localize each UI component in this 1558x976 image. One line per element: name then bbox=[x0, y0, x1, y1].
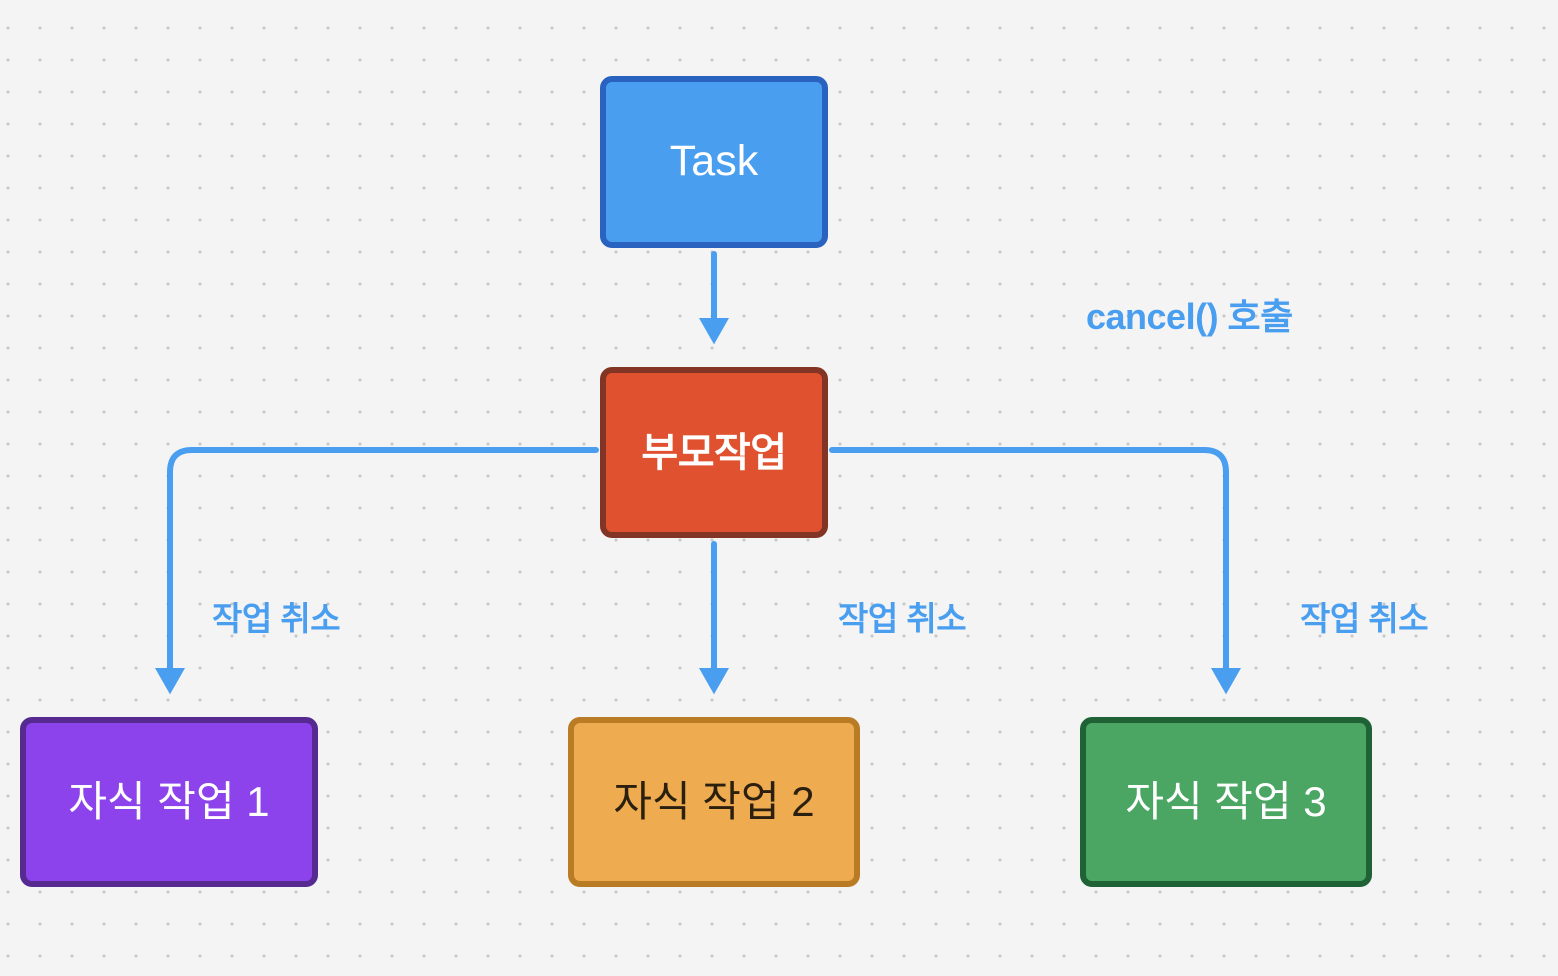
edge-label-parent-to-child3: 작업 취소 bbox=[1300, 600, 1429, 637]
node-child-task-1-label: 자식 작업 1 bbox=[68, 777, 270, 825]
node-child-task-2-label: 자식 작업 2 bbox=[613, 777, 815, 825]
edge-label-parent-to-child2: 작업 취소 bbox=[838, 600, 967, 637]
edge-parent-to-child1 bbox=[155, 447, 599, 695]
node-child-task-2[interactable]: 자식 작업 2 bbox=[568, 717, 860, 887]
node-parent-task-label: 부모작업 bbox=[641, 430, 787, 475]
node-child-task-3-label: 자식 작업 3 bbox=[1125, 777, 1327, 825]
node-child-task-3[interactable]: 자식 작업 3 bbox=[1080, 717, 1372, 887]
edge-label-parent-to-child1: 작업 취소 bbox=[212, 600, 341, 637]
node-parent-task[interactable]: 부모작업 bbox=[600, 367, 828, 538]
node-child-task-1[interactable]: 자식 작업 1 bbox=[20, 717, 318, 887]
node-task-label: Task bbox=[669, 137, 759, 186]
edge-parent-to-child3 bbox=[829, 447, 1241, 695]
node-task[interactable]: Task bbox=[600, 76, 828, 248]
annotation-cancel-call: cancel() 호출 bbox=[1086, 296, 1293, 337]
